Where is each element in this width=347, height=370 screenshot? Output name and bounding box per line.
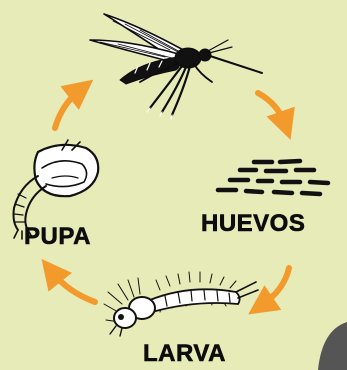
arrow-pupa-to-adult — [52, 79, 94, 131]
arrow-adult-to-eggs — [255, 90, 295, 140]
cycle-arrows — [41, 79, 295, 315]
stage-label-pupa: PUPA — [24, 223, 91, 250]
larva-icon — [103, 271, 259, 337]
arrow-larva-to-pupa — [41, 258, 98, 305]
mosquito-icon — [89, 13, 263, 120]
arrow-eggs-to-larva — [248, 265, 292, 315]
pupa-icon — [12, 139, 100, 240]
corner-shape — [318, 322, 347, 370]
stage-label-larva: LARVA — [143, 340, 226, 367]
stage-label-huevos: HUEVOS — [201, 210, 306, 237]
eggs-icon — [215, 158, 331, 197]
